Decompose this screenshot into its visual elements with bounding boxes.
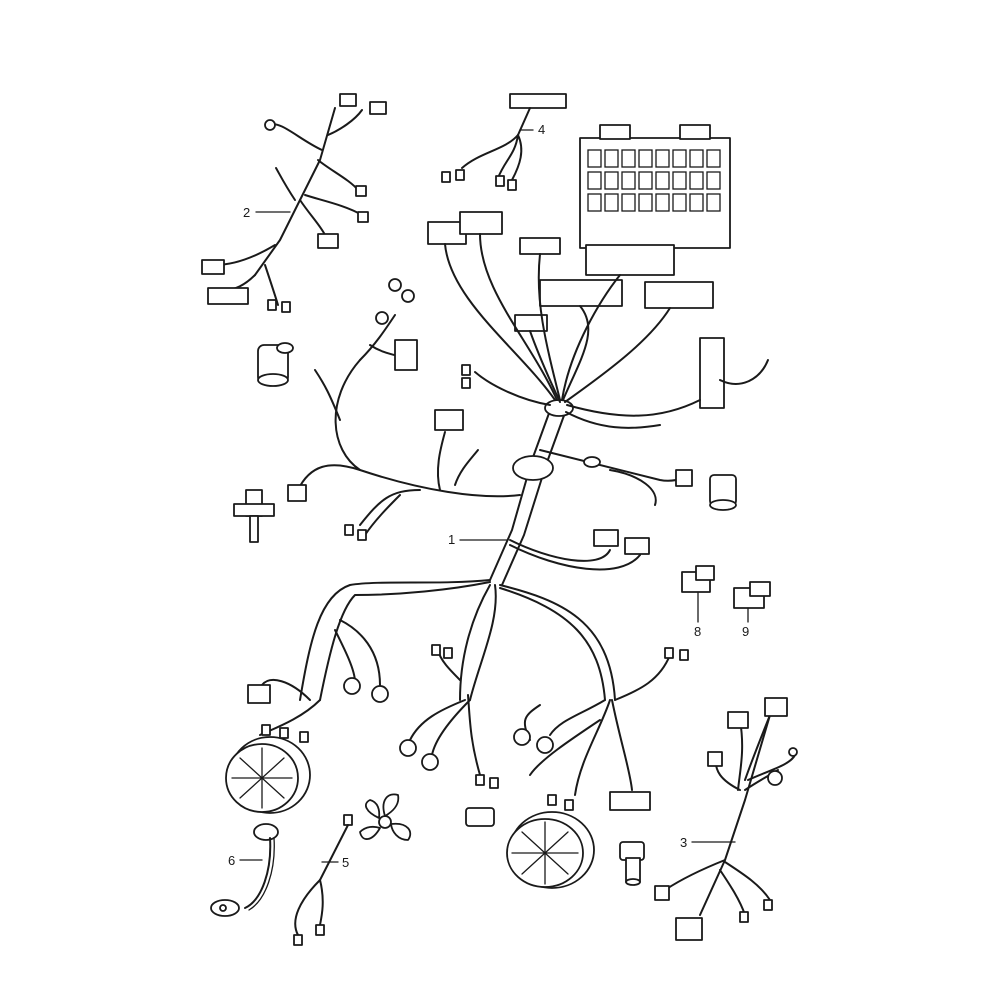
fan-icon <box>359 793 412 841</box>
connector-9-icon <box>733 581 771 623</box>
fuse-cell <box>604 193 619 212</box>
callout-9: 9 <box>742 624 749 639</box>
fuse-cell <box>621 171 636 190</box>
fuse-cell <box>621 193 636 212</box>
fuse-cell <box>655 171 670 190</box>
valve-icon <box>233 489 275 543</box>
fuse-cell <box>655 193 670 212</box>
main-harness-1 <box>247 233 769 811</box>
callout-5: 5 <box>342 855 349 870</box>
callout-8: 8 <box>694 624 701 639</box>
fuse-cell <box>706 149 721 168</box>
callout-4: 4 <box>538 122 545 137</box>
harness-3 <box>654 697 798 941</box>
coil-icon <box>257 342 294 387</box>
connector-8-icon <box>681 565 715 623</box>
harness-4 <box>441 93 567 191</box>
fuse-cell <box>706 171 721 190</box>
connector-bank <box>427 211 725 409</box>
headlamp-right-icon <box>506 811 595 889</box>
fuse-cell <box>672 149 687 168</box>
fuse-cell <box>638 171 653 190</box>
fuse-relay-box <box>579 124 731 249</box>
fuse-cell <box>655 149 670 168</box>
fuse-cell <box>672 171 687 190</box>
fuse-cell <box>706 193 721 212</box>
harness-2 <box>201 93 387 313</box>
fuse-cell <box>638 149 653 168</box>
callout-3: 3 <box>680 835 687 850</box>
fuse-cell <box>587 193 602 212</box>
callout-6: 6 <box>228 853 235 868</box>
fuse-cell <box>689 193 704 212</box>
harness-5-icon <box>293 814 353 946</box>
sensor-icon <box>709 474 737 511</box>
temp-sensor-icon <box>619 841 645 886</box>
fuse-cell <box>604 149 619 168</box>
ground-strap-6-icon <box>210 823 279 917</box>
fuse-cell <box>689 149 704 168</box>
fuse-cell <box>689 171 704 190</box>
fuse-cell <box>621 149 636 168</box>
small-connector-icon <box>465 807 495 827</box>
fuse-cell <box>638 193 653 212</box>
fuse-cell <box>604 171 619 190</box>
fuse-cell <box>672 193 687 212</box>
fuse-cell <box>587 149 602 168</box>
callout-1: 1 <box>448 532 455 547</box>
connector <box>509 93 567 109</box>
callout-2: 2 <box>243 205 250 220</box>
fuse-cell <box>587 171 602 190</box>
headlamp-left-icon <box>225 736 311 814</box>
